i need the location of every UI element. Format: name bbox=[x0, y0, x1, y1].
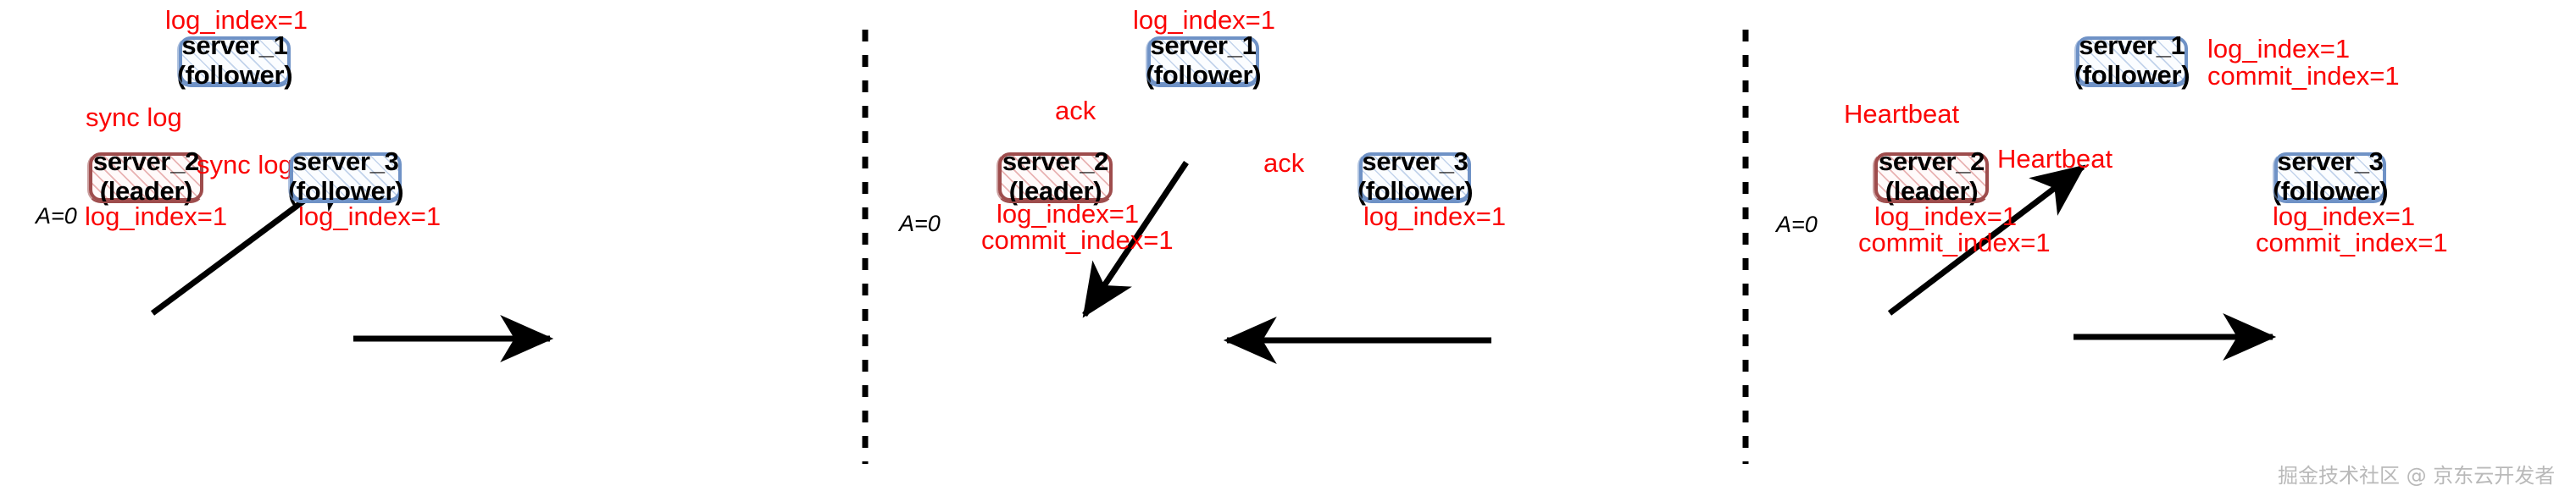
server1-annotation-log-index: log_index=1 bbox=[2207, 34, 2351, 63]
server2-annotation-log-index: log_index=1 bbox=[1874, 201, 2018, 231]
node-server-1-name: server_1 bbox=[1150, 30, 1257, 61]
node-server-2[interactable]: server_2 (leader) bbox=[1873, 147, 1990, 206]
node-server-2[interactable]: server_2 (leader) bbox=[997, 147, 1113, 206]
server2-annotation-log-index: log_index=1 bbox=[85, 201, 228, 231]
server1-annotation-log-index: log_index=1 bbox=[1132, 5, 1276, 35]
node-server-2-role: (leader) bbox=[1008, 176, 1102, 206]
edge-label-ack-2: ack bbox=[1263, 148, 1305, 178]
server1-annotation-log-index: log_index=1 bbox=[164, 5, 308, 35]
node-server-3-name: server_3 bbox=[292, 146, 399, 177]
server3-annotation-log-index: log_index=1 bbox=[1363, 201, 1507, 231]
node-server-2[interactable]: server_2 (leader) bbox=[87, 147, 204, 206]
node-server-1-role: (follower) bbox=[176, 60, 293, 90]
node-server-3-name: server_3 bbox=[2277, 146, 2384, 177]
watermark: 掘金技术社区 @ 京东云开发者 bbox=[2278, 464, 2556, 488]
panel-heartbeat: server_1 (follower) log_index=1 commit_i… bbox=[1746, 0, 2576, 491]
arrow-server1-to-server2 bbox=[1082, 161, 1189, 318]
node-server-1[interactable]: server_1 (follower) bbox=[177, 31, 293, 90]
server2-annotation-commit-index: commit_index=1 bbox=[981, 225, 1174, 255]
node-server-2-role: (leader) bbox=[1885, 176, 1979, 206]
node-server-3-role: (follower) bbox=[2272, 176, 2389, 206]
server2-annotation-commit-index: commit_index=1 bbox=[1858, 228, 2051, 257]
panel-sync-log: log_index=1 server_1 (follower) sync log… bbox=[0, 0, 865, 491]
node-server-3-role: (follower) bbox=[287, 176, 404, 206]
node-server-1-role: (follower) bbox=[1145, 60, 1262, 90]
panel-ack: log_index=1 server_1 (follower) ack serv… bbox=[865, 0, 1746, 491]
edge-label-sync-log-2: sync log bbox=[197, 150, 293, 179]
state-variable-a: A=0 bbox=[1776, 212, 1818, 237]
node-server-1-role: (follower) bbox=[2074, 60, 2190, 90]
node-server-2-name: server_2 bbox=[1002, 146, 1109, 177]
server3-annotation-log-index: log_index=1 bbox=[298, 201, 441, 231]
node-server-1[interactable]: server_1 (follower) bbox=[2074, 31, 2190, 90]
arrow-hb-server2-to-server1 bbox=[1887, 164, 2086, 316]
server2-annotation-log-index: log_index=1 bbox=[997, 199, 1140, 229]
node-server-3-role: (follower) bbox=[1357, 176, 1474, 206]
node-server-1[interactable]: server_1 (follower) bbox=[1146, 31, 1262, 90]
state-variable-a: A=0 bbox=[36, 203, 77, 229]
node-server-3[interactable]: server_3 (follower) bbox=[2273, 147, 2389, 206]
edge-label-heartbeat-1: Heartbeat bbox=[1844, 99, 1960, 129]
node-server-2-name: server_2 bbox=[1878, 146, 1985, 177]
node-server-2-role: (leader) bbox=[99, 176, 193, 206]
edge-label-ack-1: ack bbox=[1055, 96, 1096, 125]
server3-annotation-commit-index: commit_index=1 bbox=[2256, 228, 2448, 257]
node-server-3[interactable]: server_3 (follower) bbox=[288, 147, 404, 206]
state-variable-a: A=0 bbox=[899, 211, 941, 236]
server3-annotation-log-index: log_index=1 bbox=[2273, 201, 2416, 231]
edge-label-sync-log-1: sync log bbox=[86, 102, 182, 132]
server1-annotation-commit-index: commit_index=1 bbox=[2207, 61, 2400, 91]
node-server-2-name: server_2 bbox=[92, 146, 200, 177]
node-server-1-name: server_1 bbox=[181, 30, 288, 61]
node-server-3[interactable]: server_3 (follower) bbox=[1357, 147, 1474, 206]
node-server-1-name: server_1 bbox=[2079, 30, 2185, 61]
edge-label-heartbeat-2: Heartbeat bbox=[1997, 144, 2113, 174]
node-server-3-name: server_3 bbox=[1362, 146, 1468, 177]
